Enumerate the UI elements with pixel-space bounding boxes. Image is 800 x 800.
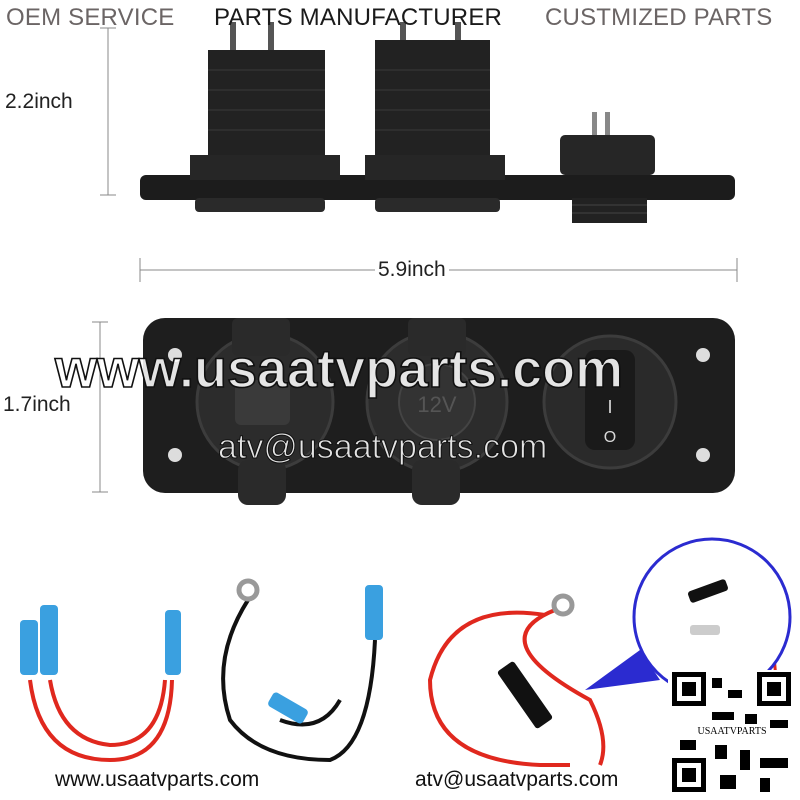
dimension-width: 5.9inch <box>375 258 449 282</box>
header-oem-service: OEM SERVICE <box>6 4 175 31</box>
switch-off-mark: O <box>604 429 616 446</box>
qr-label: USAATVPARTS <box>697 726 766 737</box>
qr-code: USAATVPARTS <box>668 670 796 795</box>
ring-terminals <box>236 578 575 617</box>
watermark-website: www.usaatvparts.com <box>54 338 624 400</box>
header-parts-manufacturer: PARTS MANUFACTURER <box>214 4 503 31</box>
terminals <box>20 585 383 724</box>
dimension-height-side: 2.2inch <box>2 90 76 114</box>
zoom-inset <box>585 537 792 697</box>
front-view-panel <box>143 318 735 505</box>
socket-12v-label: 12V <box>417 392 456 417</box>
footer-email: atv@usaatvparts.com <box>415 768 619 791</box>
dimension-height-front: 1.7inch <box>0 393 74 417</box>
watermark-email: atv@usaatvparts.com <box>217 428 548 467</box>
wires <box>28 578 778 767</box>
fuse-holder <box>497 661 553 729</box>
header-customized-parts: CUSTMIZED PARTS <box>545 4 773 31</box>
switch-on-mark: I <box>607 397 612 417</box>
side-view-panel <box>140 22 735 223</box>
footer-website: www.usaatvparts.com <box>55 768 260 791</box>
